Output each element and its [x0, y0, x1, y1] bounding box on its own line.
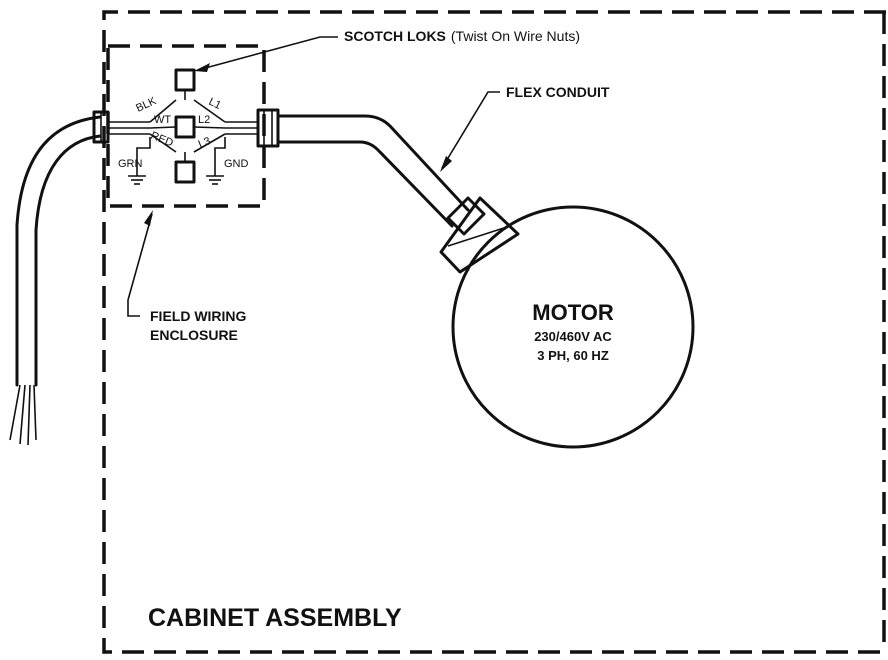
wire-label-grn: GRN — [118, 158, 143, 170]
motor-body — [451, 205, 695, 449]
wire-label-blk: BLK — [134, 95, 159, 115]
motor-voltage: 230/460V AC — [534, 329, 612, 344]
motor-title: MOTOR — [532, 300, 614, 325]
field-wiring-label-line2: ENCLOSURE — [150, 327, 238, 343]
flex-conduit-label: FLEX CONDUIT — [506, 84, 610, 100]
scotch-loks-callout — [194, 36, 338, 72]
flex-conduit-callout — [440, 91, 500, 172]
wire-nuts — [174, 68, 196, 184]
wire-label-wt: WT — [154, 114, 171, 126]
ground-symbol-left — [128, 175, 146, 185]
flex-conduit — [276, 114, 470, 228]
wire-label-l3: L3 — [197, 135, 213, 151]
scotch-loks-note: (Twist On Wire Nuts) — [451, 28, 580, 44]
scotch-loks-label: SCOTCH LOKS (Twist On Wire Nuts) — [344, 28, 580, 44]
cabinet-assembly-outline — [102, 10, 886, 654]
field-wiring-callout — [127, 210, 153, 317]
left-bushing — [92, 110, 110, 144]
internal-wires — [108, 99, 258, 176]
wire-label-l2: L2 — [198, 114, 210, 126]
motor-connector — [439, 196, 520, 274]
motor-phase: 3 PH, 60 HZ — [537, 348, 609, 363]
wire-label-l1: L1 — [207, 96, 223, 112]
incoming-cable — [9, 115, 102, 446]
field-wiring-label-line1: FIELD WIRING — [150, 308, 247, 324]
wire-nut-bottom — [174, 160, 196, 184]
wire-nut-top — [174, 68, 196, 92]
cabinet-assembly-label: CABINET ASSEMBLY — [148, 604, 402, 632]
wire-label-gnd: GND — [224, 158, 249, 170]
scotch-loks-bold: SCOTCH LOKS — [344, 28, 446, 44]
wire-nut-middle — [174, 115, 196, 139]
conduit-fitting — [256, 108, 280, 148]
wire-label-red: RED — [149, 130, 175, 150]
ground-symbol-right — [206, 175, 224, 185]
